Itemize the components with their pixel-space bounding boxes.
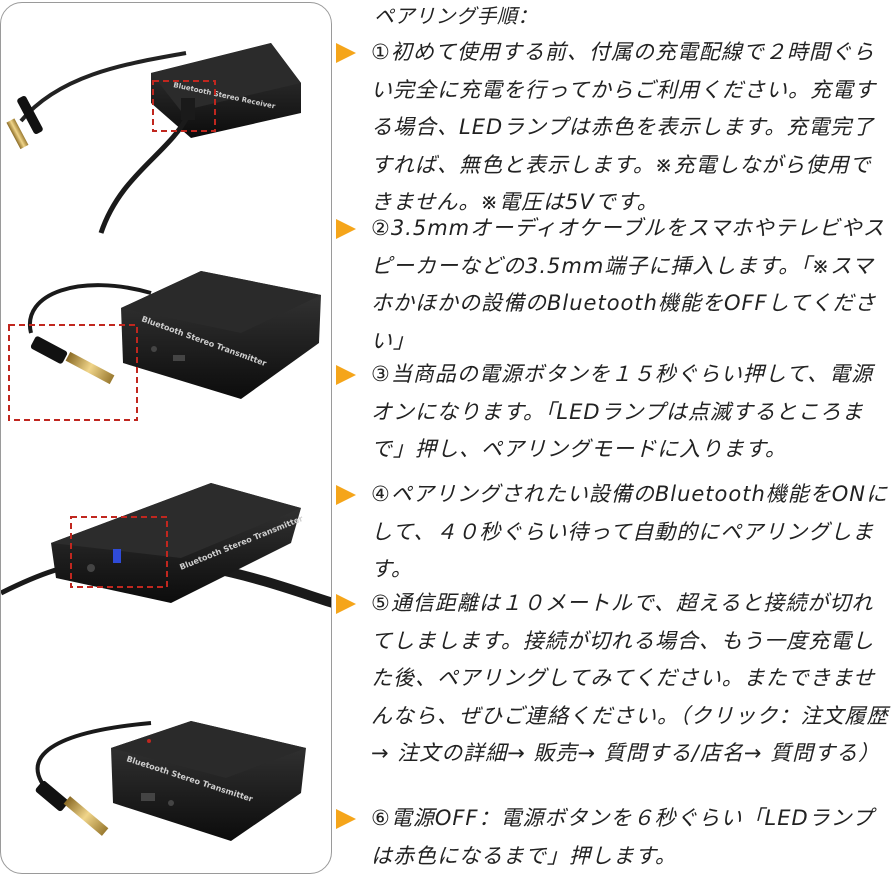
- step-text: ①初めて使用する前、付属の充電配線で２時間ぐらい完全に充電を行ってからご利用くだ…: [371, 40, 876, 214]
- highlight-box-charging-port: [152, 80, 216, 132]
- photo-4-complete: Bluetooth Stereo Transmitter: [35, 721, 306, 841]
- highlight-box-audio-plug: [8, 324, 138, 421]
- product-photo-panel: Bluetooth Stereo Receiver Bluetooth Ster…: [0, 2, 332, 874]
- bullet-arrow-icon: [336, 594, 356, 614]
- photo-1-charging: Bluetooth Stereo Receiver: [6, 43, 301, 234]
- led-indicator: [113, 549, 121, 563]
- photo-3-power-button: Bluetooth Stereo Transmitter: [1, 483, 331, 608]
- step-text: ③当商品の電源ボタンを１５秒ぐらい押して、電源オンになります。「LEDランプは点…: [371, 362, 874, 461]
- bullet-arrow-icon: [336, 43, 356, 63]
- bullet-arrow-icon: [336, 219, 356, 239]
- bullet-arrow-icon: [336, 809, 356, 829]
- highlight-box-power-button: [70, 516, 168, 588]
- instructions-title: ペアリング手順：: [374, 4, 538, 28]
- pairing-instructions: ペアリング手順： ①初めて使用する前、付属の充電配線で２時間ぐらい完全に充電を行…: [336, 0, 892, 880]
- step-text: ⑥電源OFF：電源ボタンを６秒ぐらい「LEDランプは赤色になるまで」押します。: [371, 806, 875, 868]
- bullet-arrow-icon: [336, 365, 356, 385]
- bullet-arrow-icon: [336, 485, 356, 505]
- photo-2-audio-plug: Bluetooth Stereo Transmitter: [8, 271, 321, 421]
- step-text: ②3.5mmオーディオケーブルをスマホやテレビやスピーカーなどの3.5mm端子に…: [371, 216, 885, 353]
- product-photos: Bluetooth Stereo Receiver Bluetooth Ster…: [1, 43, 331, 841]
- step-text: ⑤通信距離は１０メートルで、超えると接続が切れてしまします。接続が切れる場合、も…: [371, 591, 889, 765]
- step-text: ④ペアリングされたい設備のBluetooth機能をONにして、４０秒ぐらい待って…: [371, 482, 889, 581]
